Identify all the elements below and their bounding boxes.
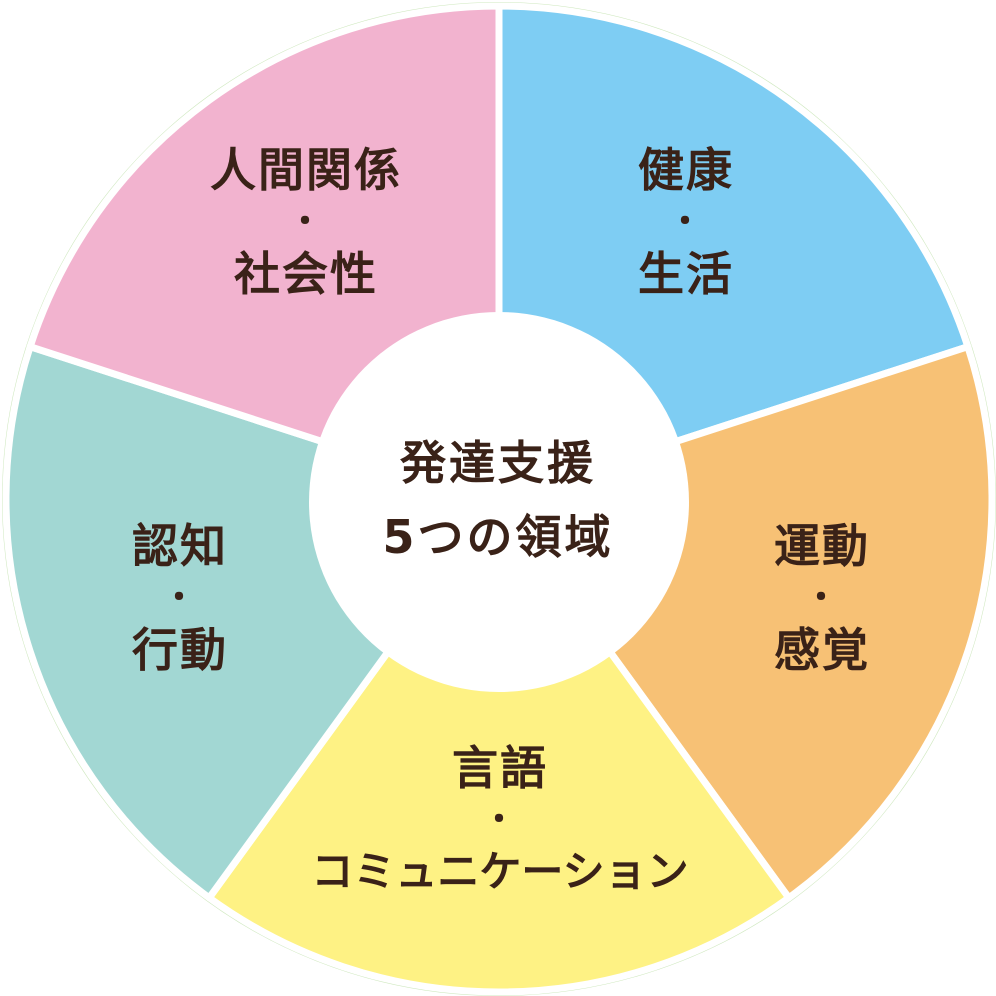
center-circle <box>309 312 689 692</box>
separator-dot: ・ <box>668 202 704 242</box>
center-title-line1: 発達支援 <box>399 436 596 490</box>
segment-language-line1: 言語 <box>451 741 548 795</box>
segment-health: 健康 ・ 生活 <box>638 140 734 304</box>
segment-language-line2: コミュニケーション <box>311 847 689 896</box>
center-title-line2: 5つの領域 <box>382 510 614 564</box>
separator-dot: ・ <box>481 800 518 840</box>
segment-cognition-line1: 認知 <box>132 519 228 573</box>
segment-motor-line2: 感覚 <box>774 623 870 677</box>
wedge-language <box>205 495 793 996</box>
segment-cognition-line2: 行動 <box>132 623 228 677</box>
separator-dot: ・ <box>288 202 324 242</box>
segment-social-line1: 人間関係 <box>210 143 402 197</box>
segment-motor-line1: 運動 <box>774 519 870 573</box>
segment-social-line2: 社会性 <box>234 247 378 301</box>
segment-health-line1: 健康 <box>638 143 734 197</box>
separator-dot: ・ <box>804 578 840 618</box>
segment-language: 言語 ・ コミュニケーション <box>311 738 688 902</box>
segment-social: 人間関係 ・ 社会性 <box>210 140 402 304</box>
center-title: 発達支援 5つの領域 <box>382 426 613 574</box>
segment-health-line2: 生活 <box>638 247 734 301</box>
segment-motor: 運動 ・ 感覚 <box>774 516 870 680</box>
segment-cognition: 認知 ・ 行動 <box>132 516 228 680</box>
separator-dot: ・ <box>162 578 198 618</box>
